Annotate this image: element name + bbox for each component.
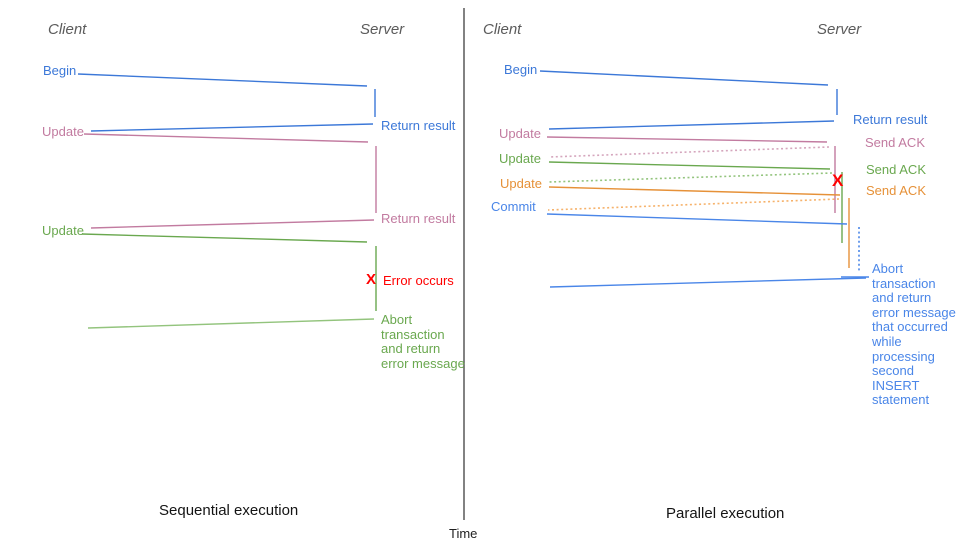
par-commit-label: Commit <box>491 199 536 214</box>
seq-update1-request-line <box>83 133 369 143</box>
par-begin-label: Begin <box>504 62 538 77</box>
seq-client-header: Client <box>48 21 87 38</box>
par-error-x-icon: X <box>832 171 844 190</box>
par-client-header: Client <box>483 21 522 38</box>
seq-error-x-icon: X <box>366 271 377 288</box>
seq-begin-label: Begin <box>43 63 77 78</box>
par-update-2-label: Update <box>499 151 541 166</box>
seq-server-header: Server <box>360 21 405 38</box>
par-send-ack-1-label: Send ACK <box>865 135 925 150</box>
par-abort-response-line <box>549 277 867 288</box>
par-send-ack-2-label: Send ACK <box>866 162 926 177</box>
seq-update-1-label: Update <box>42 124 84 139</box>
seq-panel-title: Sequential execution <box>159 502 299 519</box>
seq-return-result-1-label: Return result <box>381 118 456 133</box>
seq-update2-request-line <box>81 233 368 243</box>
par-commit-request-line <box>546 213 848 225</box>
par-update3-ack-line <box>547 198 840 211</box>
par-abort-label: Abort transaction and return error messa… <box>872 261 956 408</box>
par-server-header: Server <box>817 21 862 38</box>
par-update2-ack-line <box>548 172 833 183</box>
seq-update1-response-line <box>90 219 375 229</box>
par-update1-ack-line <box>548 146 830 158</box>
seq-abort-label: Abort transaction and return error messa… <box>381 312 465 371</box>
seq-begin-response-line <box>90 123 374 132</box>
par-update-3-label: Update <box>500 176 542 191</box>
par-update3-request-line <box>548 186 841 196</box>
par-panel-title: Parallel execution <box>666 505 785 522</box>
par-update1-request-line <box>546 136 828 143</box>
seq-abort-response-line <box>87 318 375 329</box>
time-axis-label: Time <box>449 526 478 540</box>
par-return-result-label: Return result <box>853 112 928 127</box>
par-update-1-label: Update <box>499 126 541 141</box>
par-begin-request-line <box>539 70 829 86</box>
par-begin-response-line <box>548 120 835 130</box>
par-send-ack-3-label: Send ACK <box>866 183 926 198</box>
par-update2-request-line <box>548 161 831 170</box>
seq-update-2-label: Update <box>42 223 84 238</box>
seq-error-label: Error occurs <box>383 273 454 288</box>
seq-begin-request-line <box>77 73 368 87</box>
seq-return-result-2-label: Return result <box>381 211 456 226</box>
